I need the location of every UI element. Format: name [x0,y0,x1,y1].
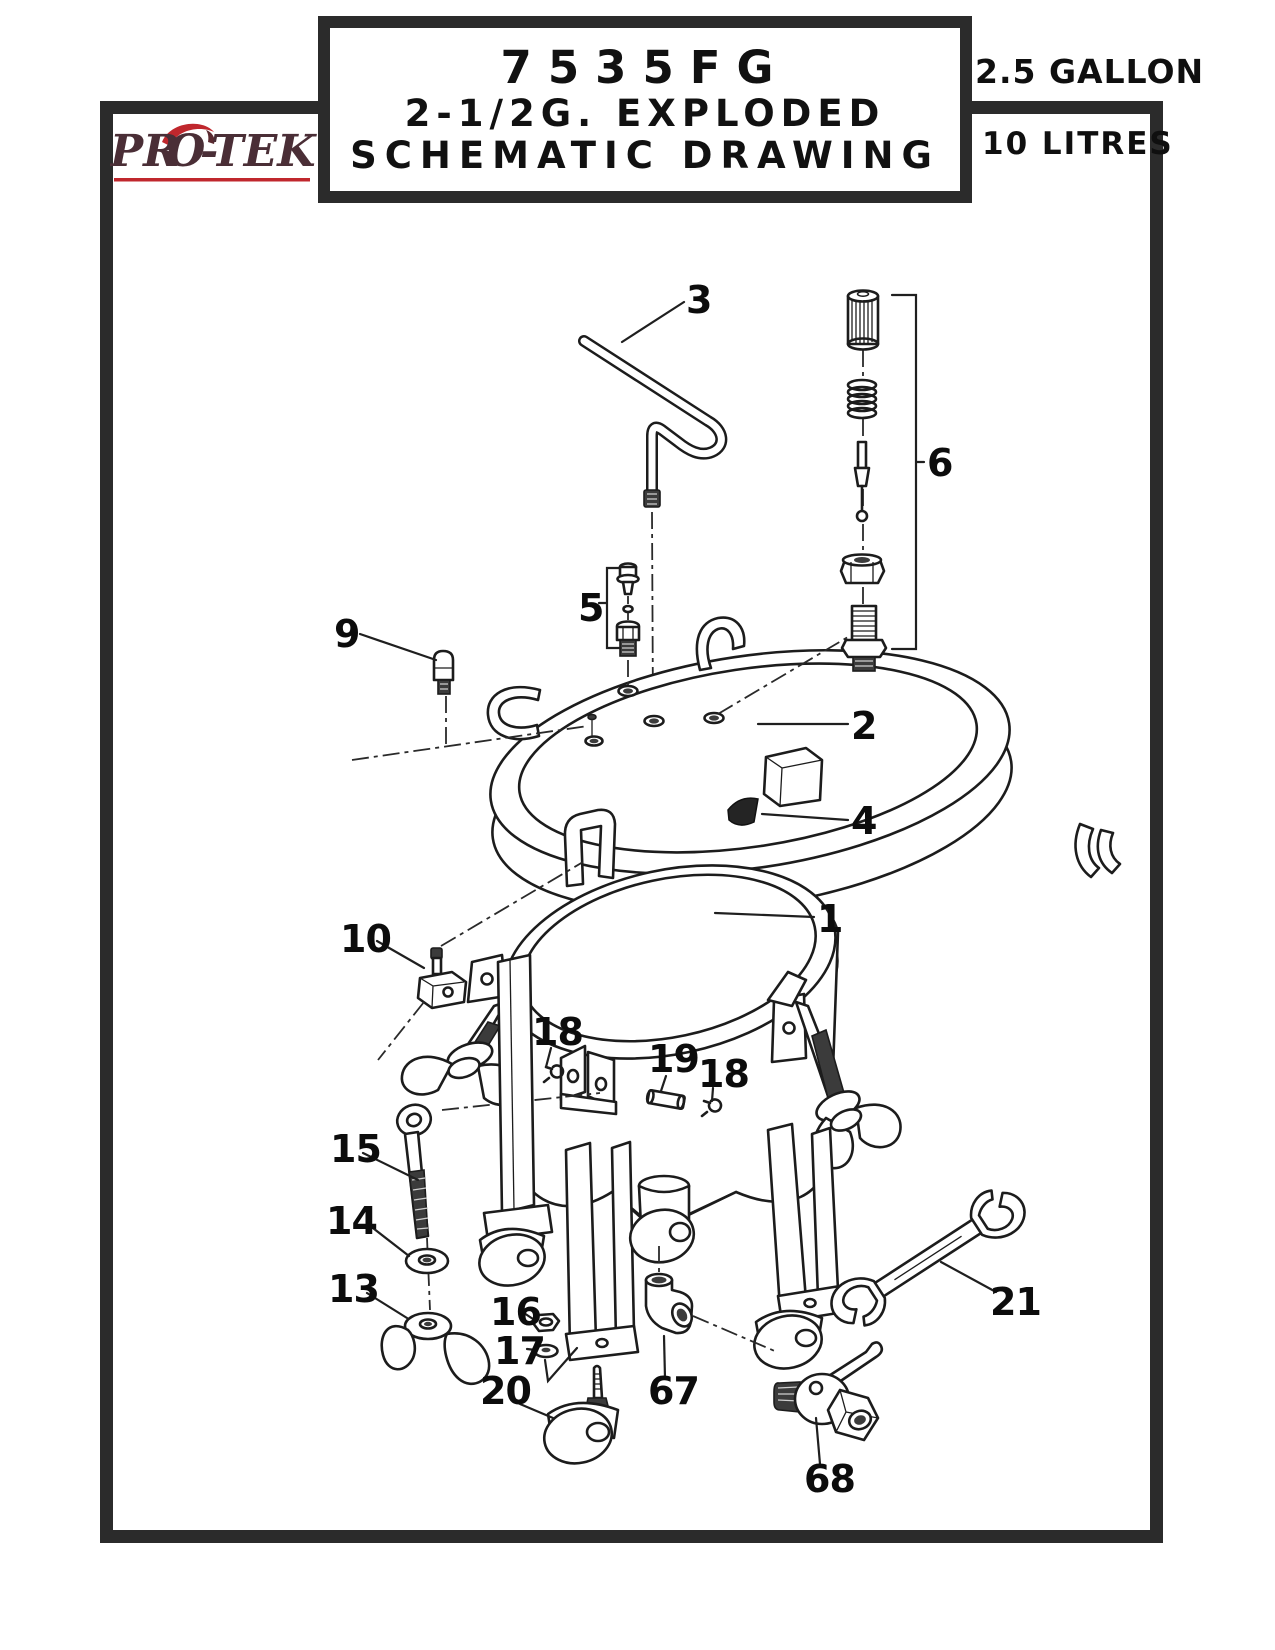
capacity-litres: 10 LITRES [982,126,1174,162]
e-clip-right [700,1098,723,1118]
part-label-13: 13 [328,1267,380,1311]
lid-clip-bottom [563,808,617,888]
lid-clip-far-right-b [1096,828,1122,875]
lid-clip-right [762,746,824,808]
lid-clip-far-right-a [1074,822,1101,879]
part-label-20: 20 [480,1369,532,1413]
washer-17 [533,1343,559,1359]
caster-rear [628,1174,696,1264]
part-label-6: 6 [927,441,953,485]
part-label-5: 5 [578,586,604,630]
axis-plug [351,696,589,761]
leg-right [753,1122,846,1370]
capacity-gallons: 2.5 GALLON [975,52,1205,91]
bracket-part-6 [890,293,926,651]
flat-washer-14 [404,1247,450,1275]
part-label-17: 17 [494,1329,546,1373]
part-label-16: 16 [490,1290,542,1334]
lid-clip-top [695,616,746,672]
regulator-inlet-fitting [840,604,888,672]
regulator-spring [846,378,878,420]
leader-nut-washer [543,1346,579,1384]
logo-underline [114,178,310,182]
lid-handle [578,335,728,508]
part-label-18-left: 18 [532,1010,584,1054]
axis-inlet-fitting [717,633,854,715]
regulator-assembly [839,289,926,672]
safety-valve-parts [597,562,641,657]
logo-text-o: O [167,126,205,177]
part-label-4: 4 [851,799,877,843]
wing-nut-13 [380,1311,491,1385]
part-label-19: 19 [648,1037,700,1081]
part-label-10: 10 [340,917,392,961]
part-label-15: 15 [330,1127,382,1171]
part-label-14: 14 [326,1199,378,1243]
part-label-2: 2 [851,704,877,748]
regulator-nut [839,553,886,585]
caster-left [478,1227,546,1287]
title-block: 7535FG 2-1/2G. EXPLODED SCHEMATIC DRAWIN… [318,16,972,203]
logo-swoosh-dark [206,130,215,144]
logo-text-pr: PR [110,126,180,177]
lid-gasket-segment [727,797,759,826]
elbow-fitting [644,1272,694,1335]
caster-right [753,1309,824,1370]
regulator-needle [853,440,871,523]
tank-lugs [466,953,808,1064]
model-number: 7535FG [500,40,790,94]
part-label-1: 1 [817,897,843,941]
part-label-3: 3 [686,278,712,322]
part-label-67: 67 [648,1369,700,1413]
brand-logo: PR O -TEK [108,116,320,196]
title-line-2: 2-1/2G. EXPLODED [404,92,886,136]
logo-swoosh [162,123,214,146]
leader-lines [358,300,998,1466]
logo-text-tek: -TEK [200,126,317,177]
pro-tek-logo: PR O -TEK [108,123,317,182]
axis-valve [692,1315,778,1353]
regulator-ball [855,509,869,523]
hinge-pin [645,1088,686,1111]
bracket-part-5 [597,566,622,650]
part-label-18-right: 18 [698,1052,750,1096]
nut-16 [531,1312,561,1333]
title-line-3: SCHEMATIC DRAWING [350,133,940,177]
axis-eye-bolt [441,1092,601,1111]
wing-bolt [395,1103,433,1240]
caster-20 [542,1364,620,1465]
leg-front [564,1140,640,1362]
leg-left [478,953,554,1287]
part-label-21: 21 [990,1280,1042,1324]
clamp-block [416,947,468,1010]
lid-clip-left [486,685,542,741]
clamp-right [794,1000,902,1170]
plug-fitting [432,649,455,695]
part-label-68: 68 [804,1457,856,1501]
hinge-bracket-group [542,1044,723,1118]
axis-block [377,861,584,1061]
part-label-9: 9 [334,612,360,656]
tank-body [501,864,840,1247]
ball-valve [773,1341,884,1442]
wrench [830,1189,1026,1327]
lid-ports [584,684,725,747]
regulator-knob [846,289,880,351]
